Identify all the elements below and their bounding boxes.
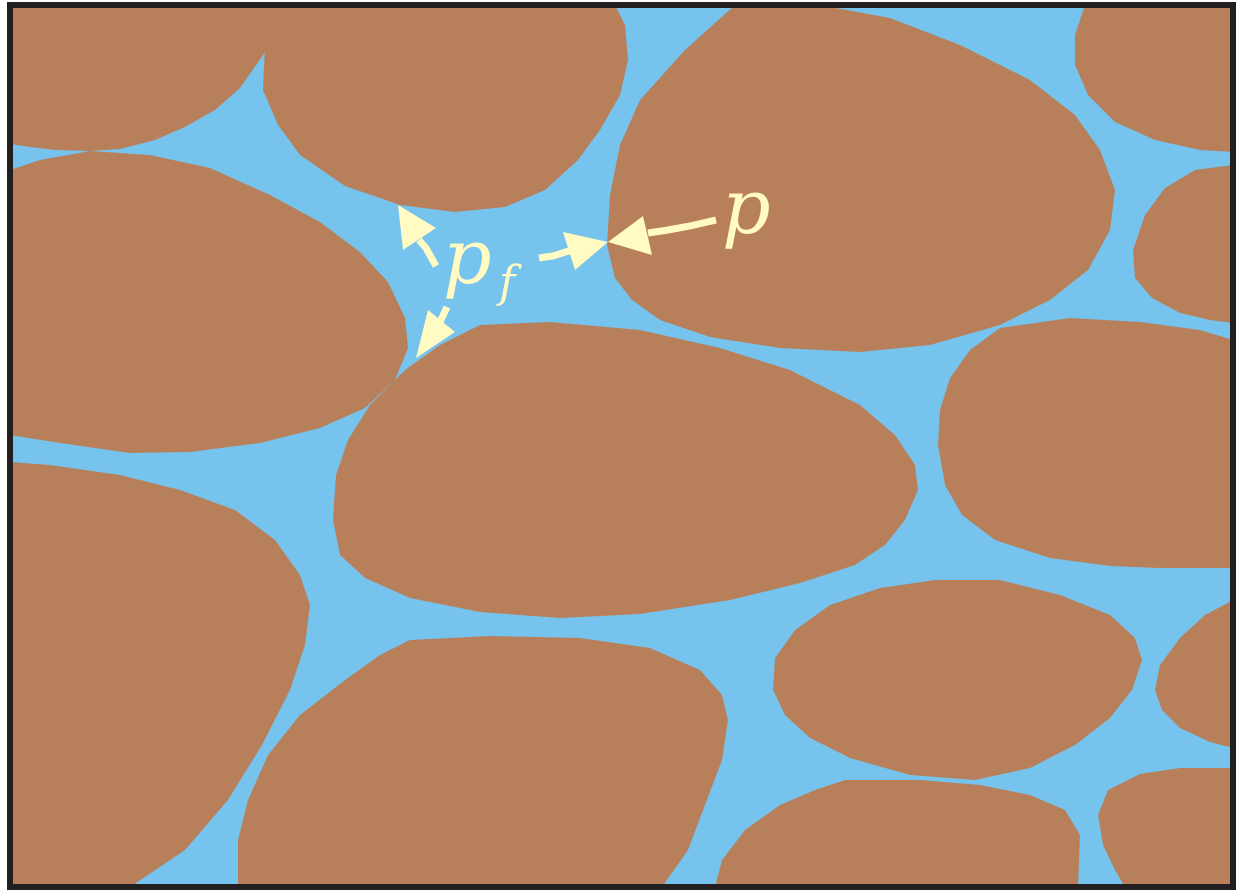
grain	[333, 322, 918, 618]
frame-border	[7, 2, 1236, 890]
grain-pressure-arrow	[608, 216, 717, 255]
grain-pressure-label: p	[722, 162, 771, 251]
grain	[1098, 768, 1233, 887]
grain	[10, 462, 310, 887]
grain	[715, 780, 1080, 887]
grain	[1075, 5, 1233, 152]
arrow-up-left	[398, 205, 440, 268]
arrow-right	[538, 232, 608, 270]
grain	[238, 636, 728, 887]
sediment-grains	[10, 5, 1233, 887]
grain	[1155, 600, 1233, 748]
pore-pressure-label: p	[443, 212, 492, 301]
grain	[10, 5, 290, 151]
pore-pressure-symbol: p	[443, 212, 492, 301]
pore-pressure-arrows	[398, 205, 608, 358]
grain	[773, 580, 1142, 780]
grain	[10, 151, 408, 453]
grain	[607, 5, 1115, 352]
grain	[263, 5, 628, 212]
grain	[938, 318, 1233, 568]
grain	[1133, 165, 1233, 323]
arrow-down-left	[416, 305, 455, 358]
